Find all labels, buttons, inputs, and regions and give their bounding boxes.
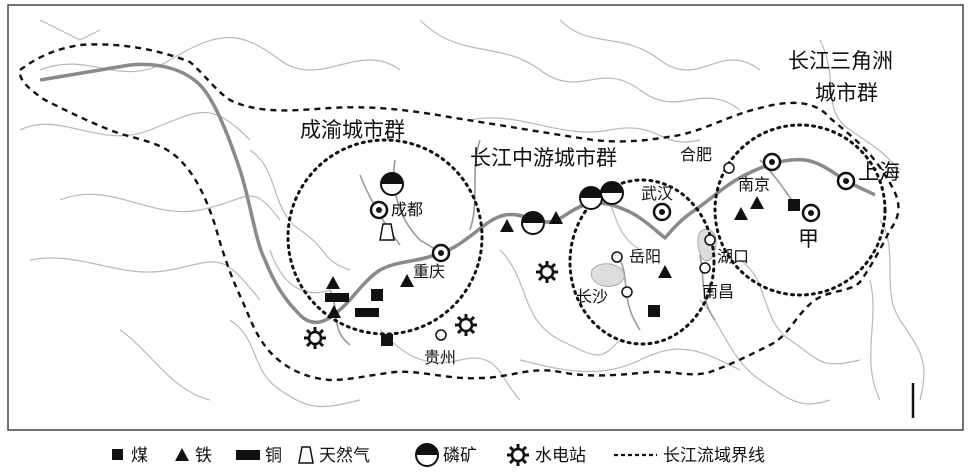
- phosphate-symbol: [600, 181, 624, 205]
- guiyang-label: 贵州: [424, 348, 456, 367]
- middle-cluster-label: 长江中游城市群: [470, 146, 617, 170]
- wuhan-marker: [652, 202, 672, 222]
- chengyu-cluster-label: 成渝城市群: [300, 118, 405, 142]
- shanghai-marker: [836, 171, 856, 191]
- jia-marker: [801, 203, 821, 223]
- basin-boundary: [18, 43, 900, 382]
- middle-cluster-circle: [568, 178, 716, 346]
- yueyang-marker: [611, 251, 623, 263]
- coal-symbol: [371, 289, 383, 301]
- chengdu-marker: [369, 200, 389, 220]
- hukou-marker: [704, 234, 716, 246]
- jia-label: 甲: [798, 227, 819, 251]
- legend: 煤 铁 铜 天然气 磷矿 水电站 长江流域界线: [112, 442, 765, 468]
- nanchang-marker: [699, 262, 711, 274]
- hefei-marker: [723, 162, 735, 174]
- yueyang-label: 岳阳: [629, 247, 661, 266]
- hukou-label: 湖口: [717, 247, 749, 266]
- dongting-lake: [590, 263, 625, 287]
- delta-cluster-label-line1: 长江三角洲: [788, 49, 893, 73]
- chengyu-cluster-circle: [286, 138, 484, 336]
- legend-iron-icon: [175, 448, 189, 461]
- shanghai-label: 上海: [858, 160, 900, 184]
- legend-coal-label: 煤: [131, 446, 148, 466]
- chongqing-marker: [431, 243, 451, 263]
- nanjing-label: 南京: [738, 175, 770, 194]
- terrain-lines: [19, 19, 925, 408]
- coal-symbol: [648, 305, 660, 317]
- legend-gas-icon: [298, 446, 314, 464]
- legend-boundary-label: 长江流域界线: [663, 446, 765, 466]
- legend-hydro-icon: [505, 442, 531, 468]
- copper-symbol: [325, 293, 349, 302]
- nanchang-label: 南昌: [702, 282, 734, 301]
- yangtze-river: [39, 62, 876, 325]
- phosphate-symbol: [380, 172, 404, 196]
- legend-phosphate-icon: [415, 443, 439, 467]
- changsha-marker: [621, 286, 633, 298]
- phosphate-symbol: [579, 186, 603, 210]
- legend-copper-label: 铜: [265, 446, 282, 466]
- copper-symbol: [355, 308, 379, 317]
- coal-symbol: [381, 334, 393, 346]
- coal-symbol: [788, 199, 800, 211]
- wuhan-label: 武汉: [641, 184, 673, 203]
- phosphate-symbol: [521, 211, 545, 235]
- hefei-label: 合肥: [680, 145, 712, 164]
- natural-gas-symbol: [379, 223, 395, 241]
- guiyang-marker: [435, 329, 447, 341]
- legend-hydro-label: 水电站: [535, 446, 586, 466]
- delta-cluster-label-line2: 城市群: [815, 81, 878, 105]
- chongqing-label: 重庆: [413, 262, 445, 281]
- chengdu-label: 成都: [391, 200, 423, 219]
- legend-coal-icon: [112, 449, 123, 460]
- legend-phosphate-label: 磷矿: [443, 446, 477, 466]
- changsha-label: 长沙: [576, 287, 608, 306]
- legend-iron-label: 铁: [195, 446, 212, 466]
- delta-cluster-circle: [713, 123, 887, 297]
- nanjing-marker: [762, 152, 782, 172]
- legend-gas-label: 天然气: [319, 446, 370, 466]
- legend-copper-icon: [236, 450, 260, 460]
